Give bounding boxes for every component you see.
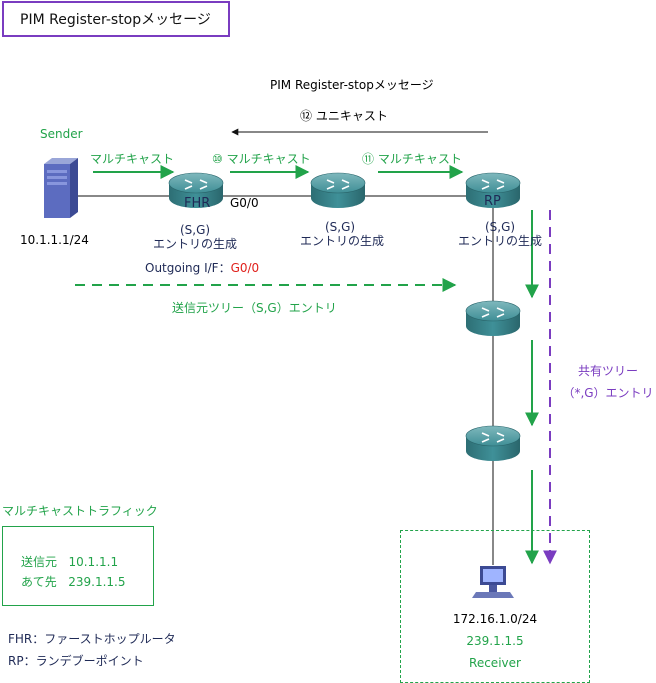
fhr-outgoing: Outgoing I/F：G0/0	[145, 259, 259, 276]
fhr-sg: (S,G)	[179, 223, 211, 237]
router-rp-icon	[465, 172, 521, 208]
source-tree-label: 送信元ツリー（S,G）エントリ	[172, 301, 337, 315]
receiver-network: 172.16.1.0/24	[452, 612, 538, 626]
legend-source: 送信元 10.1.1.1	[21, 553, 118, 570]
rp-name: RP	[484, 194, 501, 209]
pc-icon	[472, 566, 514, 598]
abbrev-fhr: FHR：ファーストホップルータ	[8, 632, 176, 646]
unicast-label: ⑫ ユニキャスト	[300, 109, 388, 123]
server-icon	[44, 158, 78, 218]
legend-source-value: 10.1.1.1	[68, 555, 119, 569]
mid-entry-text: エントリの生成	[300, 234, 385, 248]
legend-title: マルチキャストトラフィック	[2, 504, 158, 518]
fhr-entry: (S,G) エントリの生成	[150, 223, 240, 251]
router-mid-icon	[310, 172, 366, 208]
outgoing-label: Outgoing I/F：	[145, 261, 231, 275]
title-box: PIM Register-stopメッセージ	[2, 1, 230, 37]
sender-label: Sender	[40, 127, 83, 141]
multicast-label-2: ⑩ マルチキャスト	[212, 152, 311, 166]
register-stop-label: PIM Register-stopメッセージ	[270, 78, 434, 92]
legend-dest-value: 239.1.1.5	[68, 575, 126, 589]
diagram-title: PIM Register-stopメッセージ	[20, 12, 211, 28]
fhr-interface: G0/0	[230, 196, 259, 210]
rp-entry: (S,G) エントリの生成	[455, 220, 545, 248]
rp-entry-text: エントリの生成	[457, 234, 542, 248]
router-fhr-icon	[168, 172, 224, 208]
fhr-name: FHR	[184, 196, 211, 211]
shared-tree-label: 共有ツリー （*,G）エントリ	[558, 360, 656, 404]
router-down1-icon	[465, 300, 521, 336]
fhr-entry-text: エントリの生成	[152, 237, 237, 251]
router-down2-icon	[465, 425, 521, 461]
legend-dest: あて先 239.1.1.5	[21, 573, 125, 590]
receiver-group: 239.1.1.5	[466, 634, 524, 648]
mid-sg: (S,G)	[324, 220, 356, 234]
shared-tree-line1: 共有ツリー	[577, 364, 638, 378]
mid-entry: (S,G) エントリの生成	[300, 220, 385, 248]
receiver-label: Receiver	[469, 656, 521, 670]
legend-source-label: 送信元	[21, 555, 58, 569]
rp-sg: (S,G)	[484, 220, 516, 234]
sender-address: 10.1.1.1/24	[20, 233, 89, 247]
outgoing-value: G0/0	[230, 261, 260, 275]
multicast-label-1: マルチキャスト	[90, 152, 175, 166]
legend-dest-label: あて先	[21, 575, 57, 589]
abbrev-rp: RP：ランデブーポイント	[8, 654, 144, 668]
multicast-label-3: ⑪ マルチキャスト	[362, 152, 462, 166]
legend-box: 送信元 10.1.1.1 あて先 239.1.1.5	[2, 526, 154, 606]
shared-tree-line2: （*,G）エントリ	[562, 386, 654, 400]
